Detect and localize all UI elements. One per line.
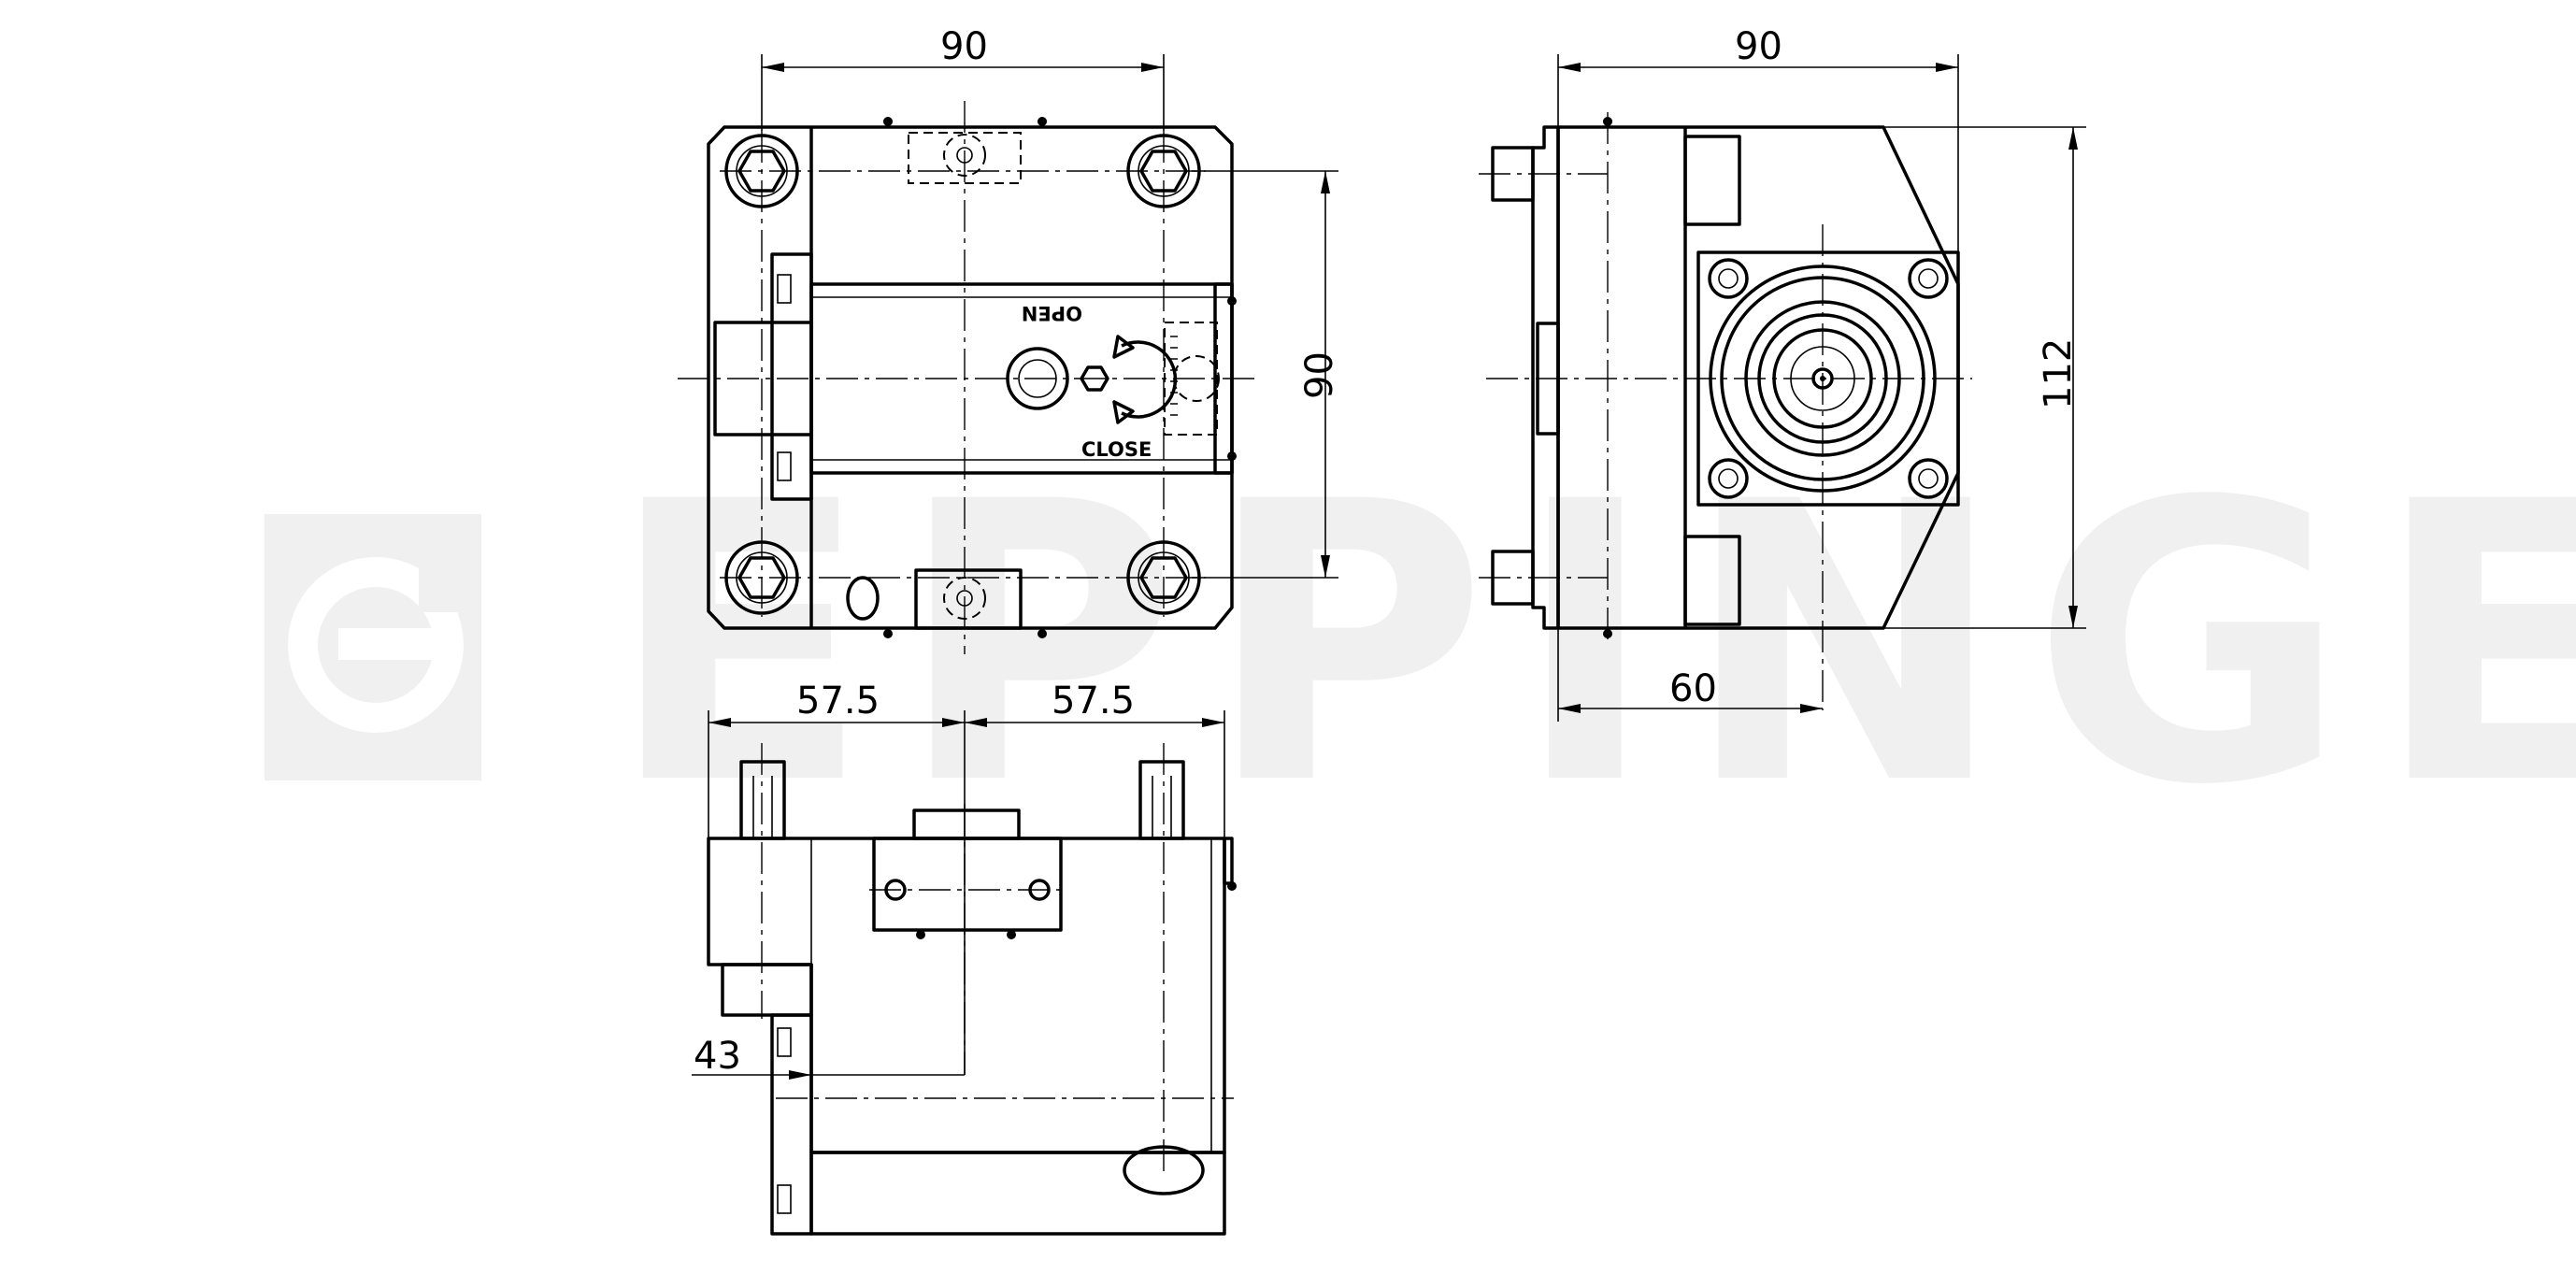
dim-side-width-text: 90 [1735, 25, 1782, 68]
side-view: 90 112 60 [1479, 25, 2086, 722]
dim-front-width: 90 [761, 25, 1165, 131]
dim-side-center-text: 60 [1669, 667, 1717, 710]
eppinger-watermark: EPPINGER [265, 422, 2576, 869]
dim-bottom-right-text: 57.5 [1052, 680, 1135, 723]
front-view-outline [707, 125, 1234, 630]
open-close-symbol: OPEN CLOSE [1022, 302, 1178, 461]
dim-bottom-left-text: 57.5 [796, 680, 880, 723]
dim-side-height-text: 112 [2037, 338, 2080, 409]
bottom-view-upper [707, 837, 1226, 1154]
dim-front-height-text: 90 [1298, 351, 1341, 399]
watermark-logo-mark [288, 556, 465, 733]
label-open: OPEN [1022, 302, 1082, 324]
dim-side-width: 90 [1557, 25, 1959, 284]
bottom-view-lower [809, 1151, 1226, 1236]
dim-side-center: 60 [1557, 628, 1823, 722]
dim-bottom-height: 43 [692, 1035, 965, 1080]
dim-front-width-text: 90 [940, 25, 988, 68]
dim-bottom-offsets: 57.5 57.5 [708, 680, 1225, 1075]
front-view: OPEN CLOSE 90 90 [678, 25, 1341, 654]
dim-side-height: 112 [1883, 126, 2086, 629]
flange-bolts [1708, 258, 1949, 499]
watermark-text: EPPINGER [608, 422, 2576, 869]
dim-bottom-height-text: 43 [694, 1035, 741, 1078]
label-close: CLOSE [1081, 438, 1152, 461]
dim-front-height: 90 [1192, 170, 1341, 579]
bottom-view: 57.5 57.5 43 [692, 680, 1237, 1236]
